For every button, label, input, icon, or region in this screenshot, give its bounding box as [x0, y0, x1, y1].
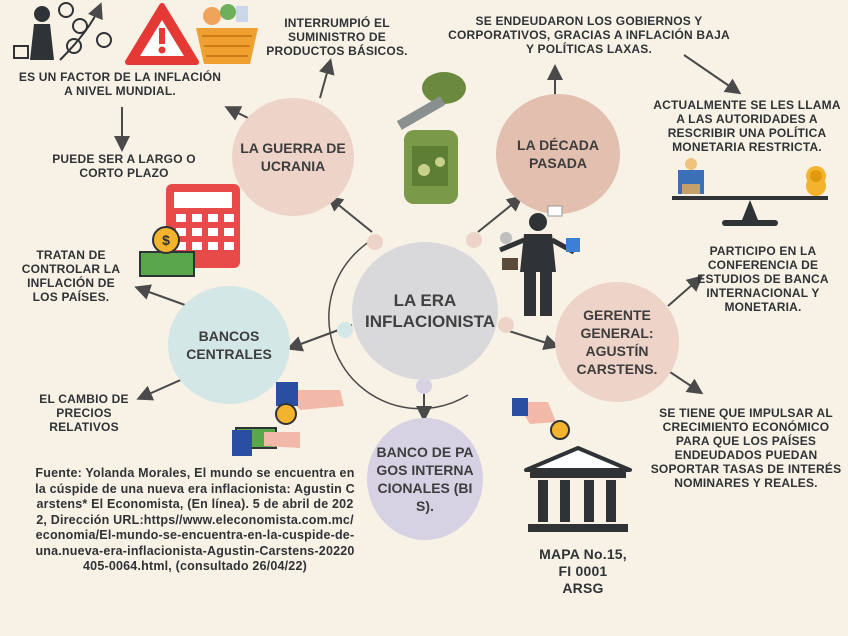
control-note: TRATAN DE CONTROLAR LA INFLACIÓN DE LOS … — [21, 248, 121, 304]
connector-dot — [416, 378, 432, 394]
source-citation: Fuente: Yolanda Morales, El mundo se enc… — [35, 466, 355, 573]
businessman-icon — [499, 205, 580, 316]
term-note: PUEDE SER A LARGO O CORTO PLAZO — [52, 152, 196, 180]
map-label: MAPA No.15, FI 0001 ARSG — [518, 546, 648, 597]
debt-note: SE ENDEUDARON LOS GOBIERNOS Y CORPORATIV… — [448, 14, 730, 56]
map-label-line3: ARSG — [562, 580, 604, 596]
center-label: LA ERA INFLACIONISTA — [365, 291, 496, 331]
connector-dot — [337, 322, 353, 338]
war-node: LA GUERRA DE UCRANIA — [232, 98, 354, 216]
manager-node: GERENTE GENERAL: AGUSTÍN CARSTENS. — [555, 282, 679, 402]
connector-dot — [498, 317, 514, 333]
calculator-icon: $ — [139, 184, 240, 277]
decade-label: LA DÉCADA PASADA — [517, 137, 599, 171]
conference-note: PARTICIPO EN LA CONFERENCIA DE ESTUDIOS … — [697, 244, 829, 314]
connector-dot — [367, 234, 383, 250]
shopper-icon — [13, 2, 112, 61]
global-factor-note: ES UN FACTOR DE LA INFLACIÓN A NIVEL MUN… — [18, 70, 222, 98]
growth-note: SE TIENE QUE IMPULSAR AL CRECIMIENTO ECO… — [650, 406, 842, 490]
connector-dot — [466, 232, 482, 248]
supply-note: INTERRUMPIÓ EL SUMINISTRO DE PRODUCTOS B… — [266, 16, 408, 58]
money-hand-icon — [232, 382, 344, 456]
grocery-basket-icon — [196, 4, 258, 64]
scale-icon — [672, 158, 828, 226]
decade-node: LA DÉCADA PASADA — [496, 94, 620, 214]
center-node: LA ERA INFLACIONISTA — [352, 242, 498, 380]
map-label-line1: MAPA No.15, — [539, 546, 627, 562]
war-label: LA GUERRA DE UCRANIA — [240, 140, 346, 174]
central-banks-label: BANCOS CENTRALES — [186, 328, 272, 362]
military-gear-icon — [396, 72, 466, 204]
map-label-line2: FI 0001 — [558, 563, 608, 579]
svg-text:$: $ — [162, 232, 170, 248]
restrictive-note: ACTUALMENTE SE LES LLAMA A LAS AUTORIDAD… — [653, 98, 841, 154]
prices-note: EL CAMBIO DE PRECIOS RELATIVOS — [39, 392, 129, 434]
bis-node: BANCO DE PAGOS INTERNACIONALES (BIS). — [367, 418, 483, 540]
bis-label: BANCO DE PAGOS INTERNACIONALES (BIS). — [376, 444, 474, 514]
warning-icon — [125, 3, 199, 65]
bank-building-icon — [512, 398, 632, 532]
central-banks-node: BANCOS CENTRALES — [168, 286, 290, 404]
manager-label: GERENTE GENERAL: AGUSTÍN CARSTENS. — [576, 307, 658, 377]
